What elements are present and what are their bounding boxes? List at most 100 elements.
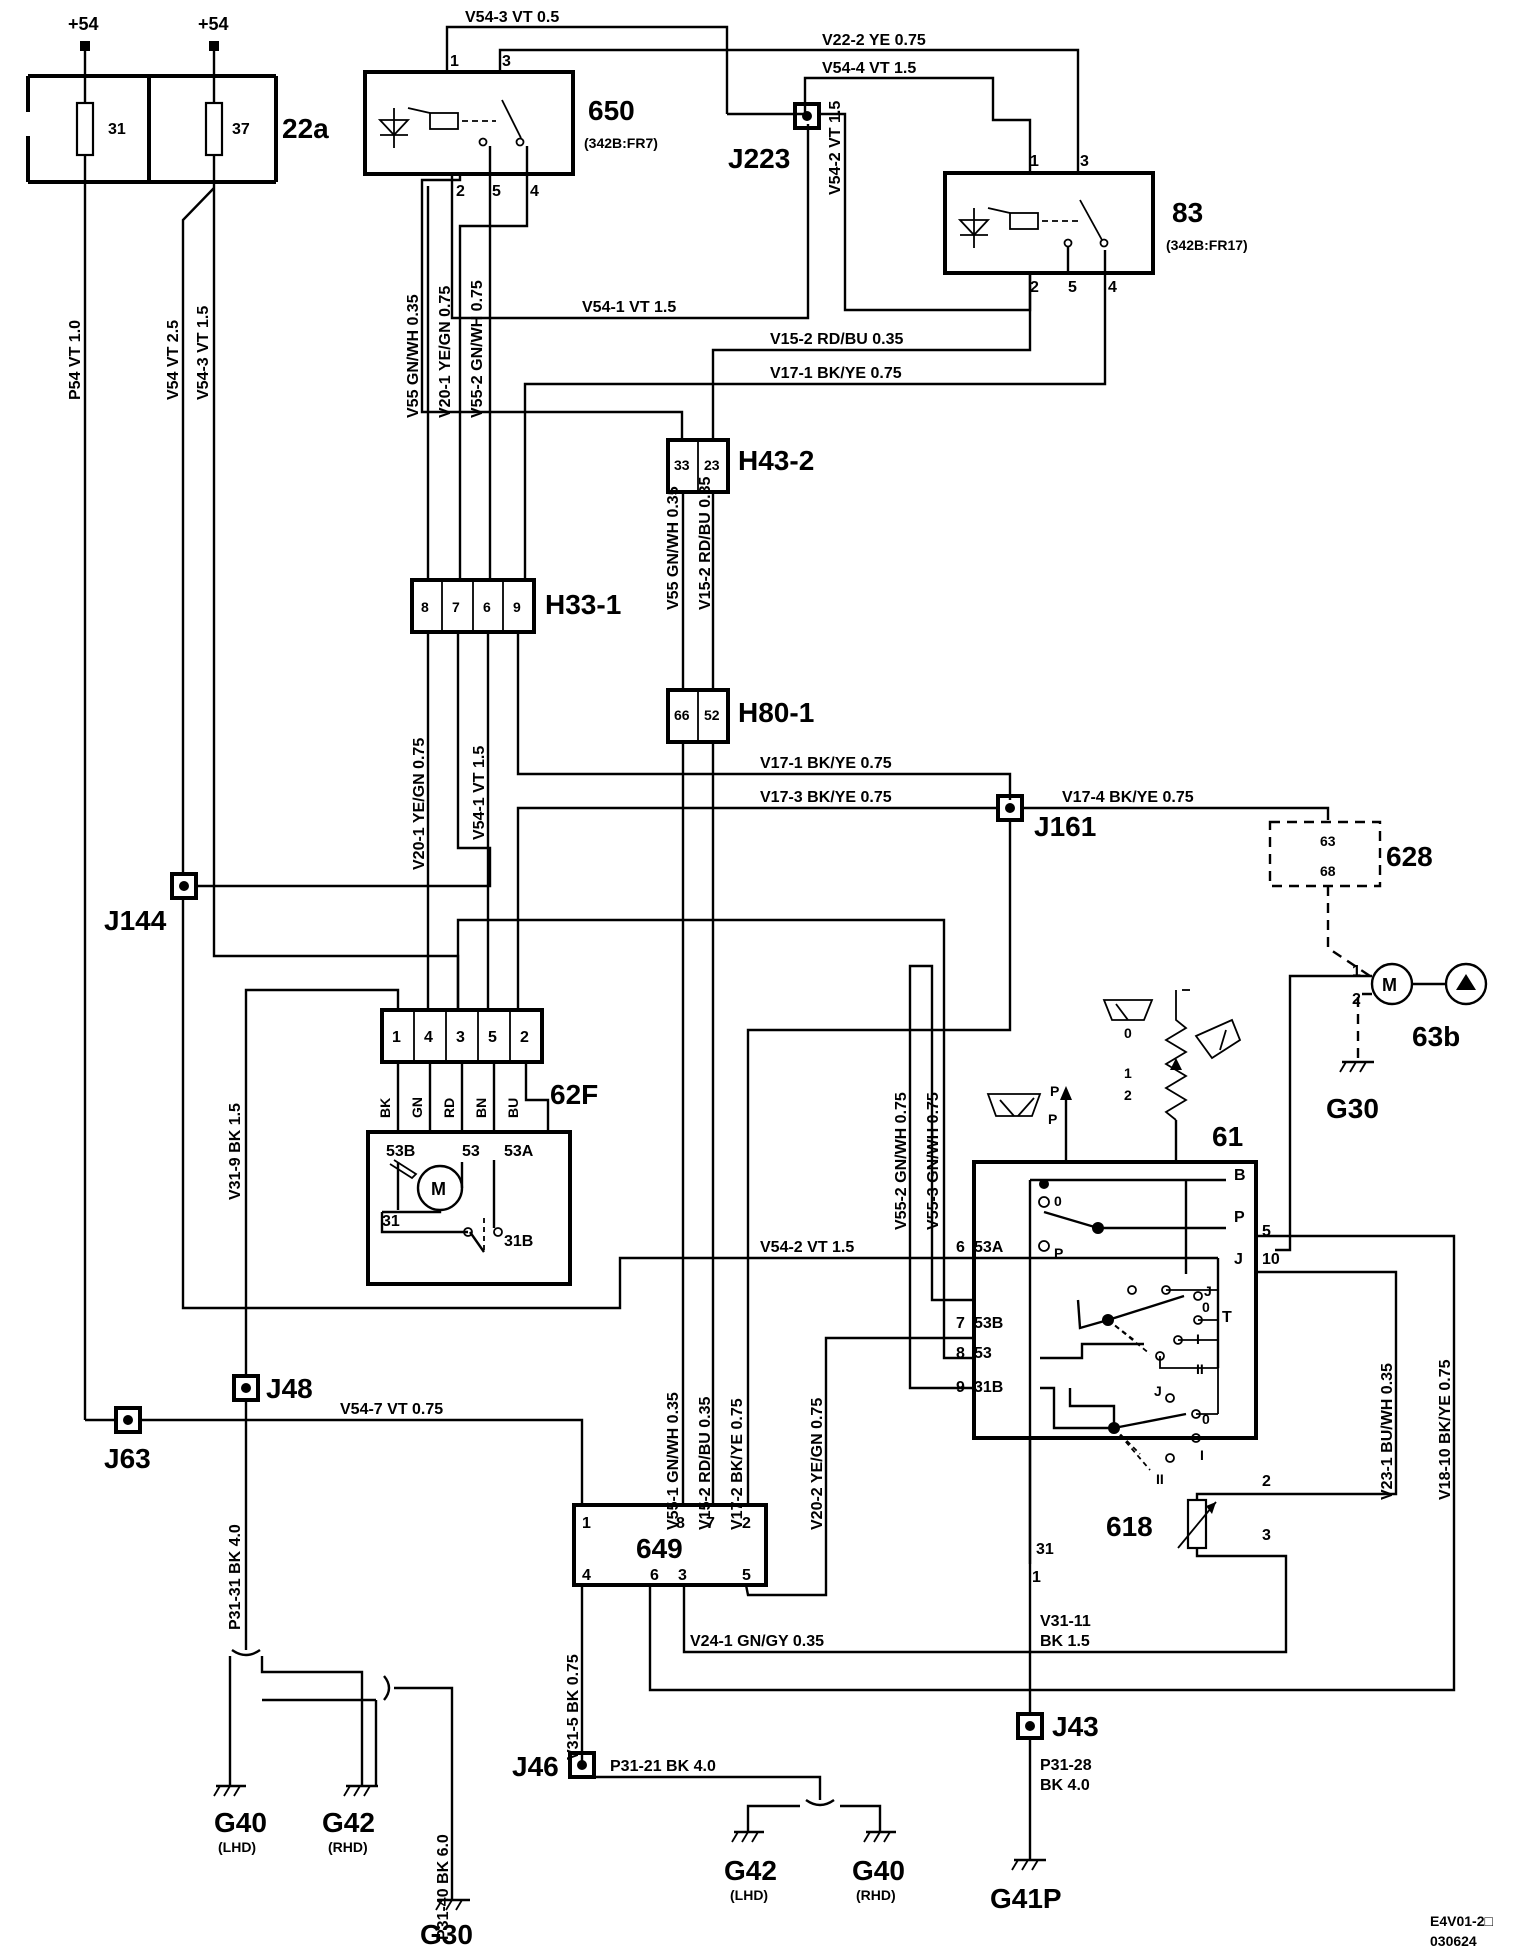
junction-j48: J48 xyxy=(232,1373,313,1404)
switch-pos-0-mid: 0 xyxy=(1202,1299,1210,1315)
wire-v55-1: V55-1 GN/WH 0.35 xyxy=(665,1392,682,1530)
relay-83: 1 3 2 5 4 83 (342B:FR17) xyxy=(943,153,1248,296)
649-pin-3: 3 xyxy=(678,1567,687,1584)
j46-label: J46 xyxy=(512,1751,559,1782)
wire-v54-1-h: V54-1 VT 1.5 xyxy=(582,299,676,316)
ground-g40-left: G40 xyxy=(214,1807,267,1838)
resistor-618-label: 618 xyxy=(1106,1511,1153,1542)
ground-g40-left-sub: (LHD) xyxy=(218,1839,256,1855)
relay-83-pin-2: 2 xyxy=(1030,279,1039,296)
module-649: 649 1 8 7 2 4 6 3 5 xyxy=(572,1503,768,1587)
wire-v15-2-low: V15-2 RD/BU 0.35 xyxy=(697,1397,714,1530)
ground-g30-pump: G30 xyxy=(1326,1093,1379,1124)
j43-label: J43 xyxy=(1052,1711,1099,1742)
switch-61-label: 61 xyxy=(1212,1121,1243,1152)
switch-pin-31b: 31B xyxy=(974,1379,1003,1396)
relay-650-pin-1: 1 xyxy=(450,53,459,70)
wire-v55-3: V55-3 GN/WH 0.75 xyxy=(925,1092,942,1230)
j48-label: J48 xyxy=(266,1373,313,1404)
wire-v54-4: V54-4 VT 1.5 xyxy=(822,60,916,77)
wire-v55-2-top: V55-2 GN/WH 0.75 xyxy=(469,280,486,418)
switch-pin-2: 2 xyxy=(1262,1473,1271,1490)
wire-v55-2-low: V55-2 GN/WH 0.75 xyxy=(893,1092,910,1230)
wire-v17-1-low: V17-1 BK/YE 0.75 xyxy=(760,755,892,772)
switch-pin-5: 5 xyxy=(1262,1223,1271,1240)
power-label-left: +54 xyxy=(68,14,99,34)
62f-pin-5: 5 xyxy=(488,1029,497,1046)
649-pin-4: 4 xyxy=(582,1567,591,1584)
62f-pin-3: 3 xyxy=(456,1029,465,1046)
wire-v17-4: V17-4 BK/YE 0.75 xyxy=(1062,789,1194,806)
relay-83-label: 83 xyxy=(1172,197,1203,228)
switch-pos-j-mid: J xyxy=(1204,1283,1212,1299)
ground-g42-right-sub: (LHD) xyxy=(730,1887,768,1903)
switch-pos-ii-mid: II xyxy=(1196,1361,1204,1377)
649-pin-8: 8 xyxy=(676,1515,685,1532)
wire-v54-3-top: V54-3 VT 0.5 xyxy=(465,9,559,26)
wire-p31-40: P31-40 BK 6.0 xyxy=(435,1834,452,1940)
switch-pin-j: J xyxy=(1234,1251,1243,1268)
junction-j46: J46 xyxy=(512,1751,596,1782)
right-wires xyxy=(648,1234,1456,1714)
relay-650-ref: (342B:FR7) xyxy=(584,135,658,151)
h43-2-label: H43-2 xyxy=(738,445,814,476)
ground-g42-right: G42 xyxy=(724,1855,777,1886)
lower-left-wires xyxy=(83,182,896,1911)
wire-v22-2: V22-2 YE 0.75 xyxy=(822,32,926,49)
h33-pin-9: 9 xyxy=(513,599,521,615)
module-628: 63 68 628 xyxy=(1268,820,1433,977)
h33-pin-6: 6 xyxy=(483,599,491,615)
switch-pin-53: 53 xyxy=(974,1345,992,1362)
junction-j63: J63 xyxy=(104,1406,151,1474)
wire-p31-28-b: BK 4.0 xyxy=(1040,1777,1090,1794)
62f-color-bk: BK xyxy=(377,1098,393,1118)
wire-v54-1-low: V54-1 VT 1.5 xyxy=(471,746,488,840)
62f-color-bu: BU xyxy=(505,1098,521,1118)
j161-label: J161 xyxy=(1034,811,1096,842)
power-supply: +54 +54 xyxy=(68,14,229,78)
connector-h43-2: 33 23 H43-2 xyxy=(666,438,814,494)
ground-g40-right-sub: (RHD) xyxy=(856,1887,896,1903)
wire-labels-horizontal: V54-3 VT 0.5 V22-2 YE 0.75 V54-4 VT 1.5 … xyxy=(340,9,1194,1794)
wire-p31-31: P31-31 BK 4.0 xyxy=(227,1524,244,1630)
ground-labels: G40 (LHD) G42 (RHD) G30 G42 (LHD) G40 (R… xyxy=(214,1807,905,1950)
649-pin-6: 6 xyxy=(650,1567,659,1584)
wire-v18-10: V18-10 BK/YE 0.75 xyxy=(1437,1359,1454,1500)
wire-v17-3: V17-3 BK/YE 0.75 xyxy=(760,789,892,806)
wire-h43-v55: V55 GN/WH 0.35 xyxy=(665,486,682,610)
relay-83-ref: (342B:FR17) xyxy=(1166,237,1248,253)
motor-terminal-31b: 31B xyxy=(504,1233,533,1250)
628-pin-68: 68 xyxy=(1320,863,1336,879)
wire-v54-3-1-5: V54-3 VT 1.5 xyxy=(195,306,212,400)
power-label-right: +54 xyxy=(198,14,229,34)
wiper-switch-61: 61 0 1 2 P P B P 5 J 10 2 3 6 53A 7 53B … xyxy=(956,989,1280,1586)
649-pin-2: 2 xyxy=(742,1515,751,1532)
wire-v24-1: V24-1 GN/GY 0.35 xyxy=(690,1633,824,1650)
footer: E4V01-2□ 030624 xyxy=(1430,1913,1493,1949)
wire-v55-top: V55 GN/WH 0.35 xyxy=(405,294,422,418)
switch-symbol-2: 2 xyxy=(1124,1087,1132,1103)
h33-pin-8: 8 xyxy=(421,599,429,615)
switch-pos-t: T xyxy=(1222,1309,1232,1326)
switch-pos-p: P xyxy=(1054,1245,1063,1261)
switch-pin-8: 8 xyxy=(956,1345,965,1362)
relay-83-pin-3: 3 xyxy=(1080,153,1089,170)
motor-terminal-53: 53 xyxy=(462,1143,480,1160)
wire-v15-2-h: V15-2 RD/BU 0.35 xyxy=(770,331,903,348)
fuse-37-label: 37 xyxy=(232,121,250,138)
j223-label: J223 xyxy=(728,143,790,174)
h80-1-label: H80-1 xyxy=(738,697,814,728)
footer-date: 030624 xyxy=(1430,1933,1477,1949)
62f-pin-2: 2 xyxy=(520,1029,529,1046)
switch-pin-53b: 53B xyxy=(974,1315,1003,1332)
j144-label: J144 xyxy=(104,905,167,936)
wire-v17-1-h: V17-1 BK/YE 0.75 xyxy=(770,365,902,382)
fuse-box-label: 22a xyxy=(282,113,329,144)
649-pin-7: 7 xyxy=(706,1515,715,1532)
wire-labels-vertical: V54-2 VT 1.5 V55 GN/WH 0.35 V20-1 YE/GN … xyxy=(67,101,1454,1940)
relay-650-pin-4: 4 xyxy=(530,183,539,200)
switch-pin-9: 9 xyxy=(956,1379,965,1396)
middle-wires xyxy=(181,182,1330,1505)
wire-v23-1: V23-1 BU/WH 0.35 xyxy=(1379,1363,1396,1500)
relay-650-pin-5: 5 xyxy=(492,183,501,200)
